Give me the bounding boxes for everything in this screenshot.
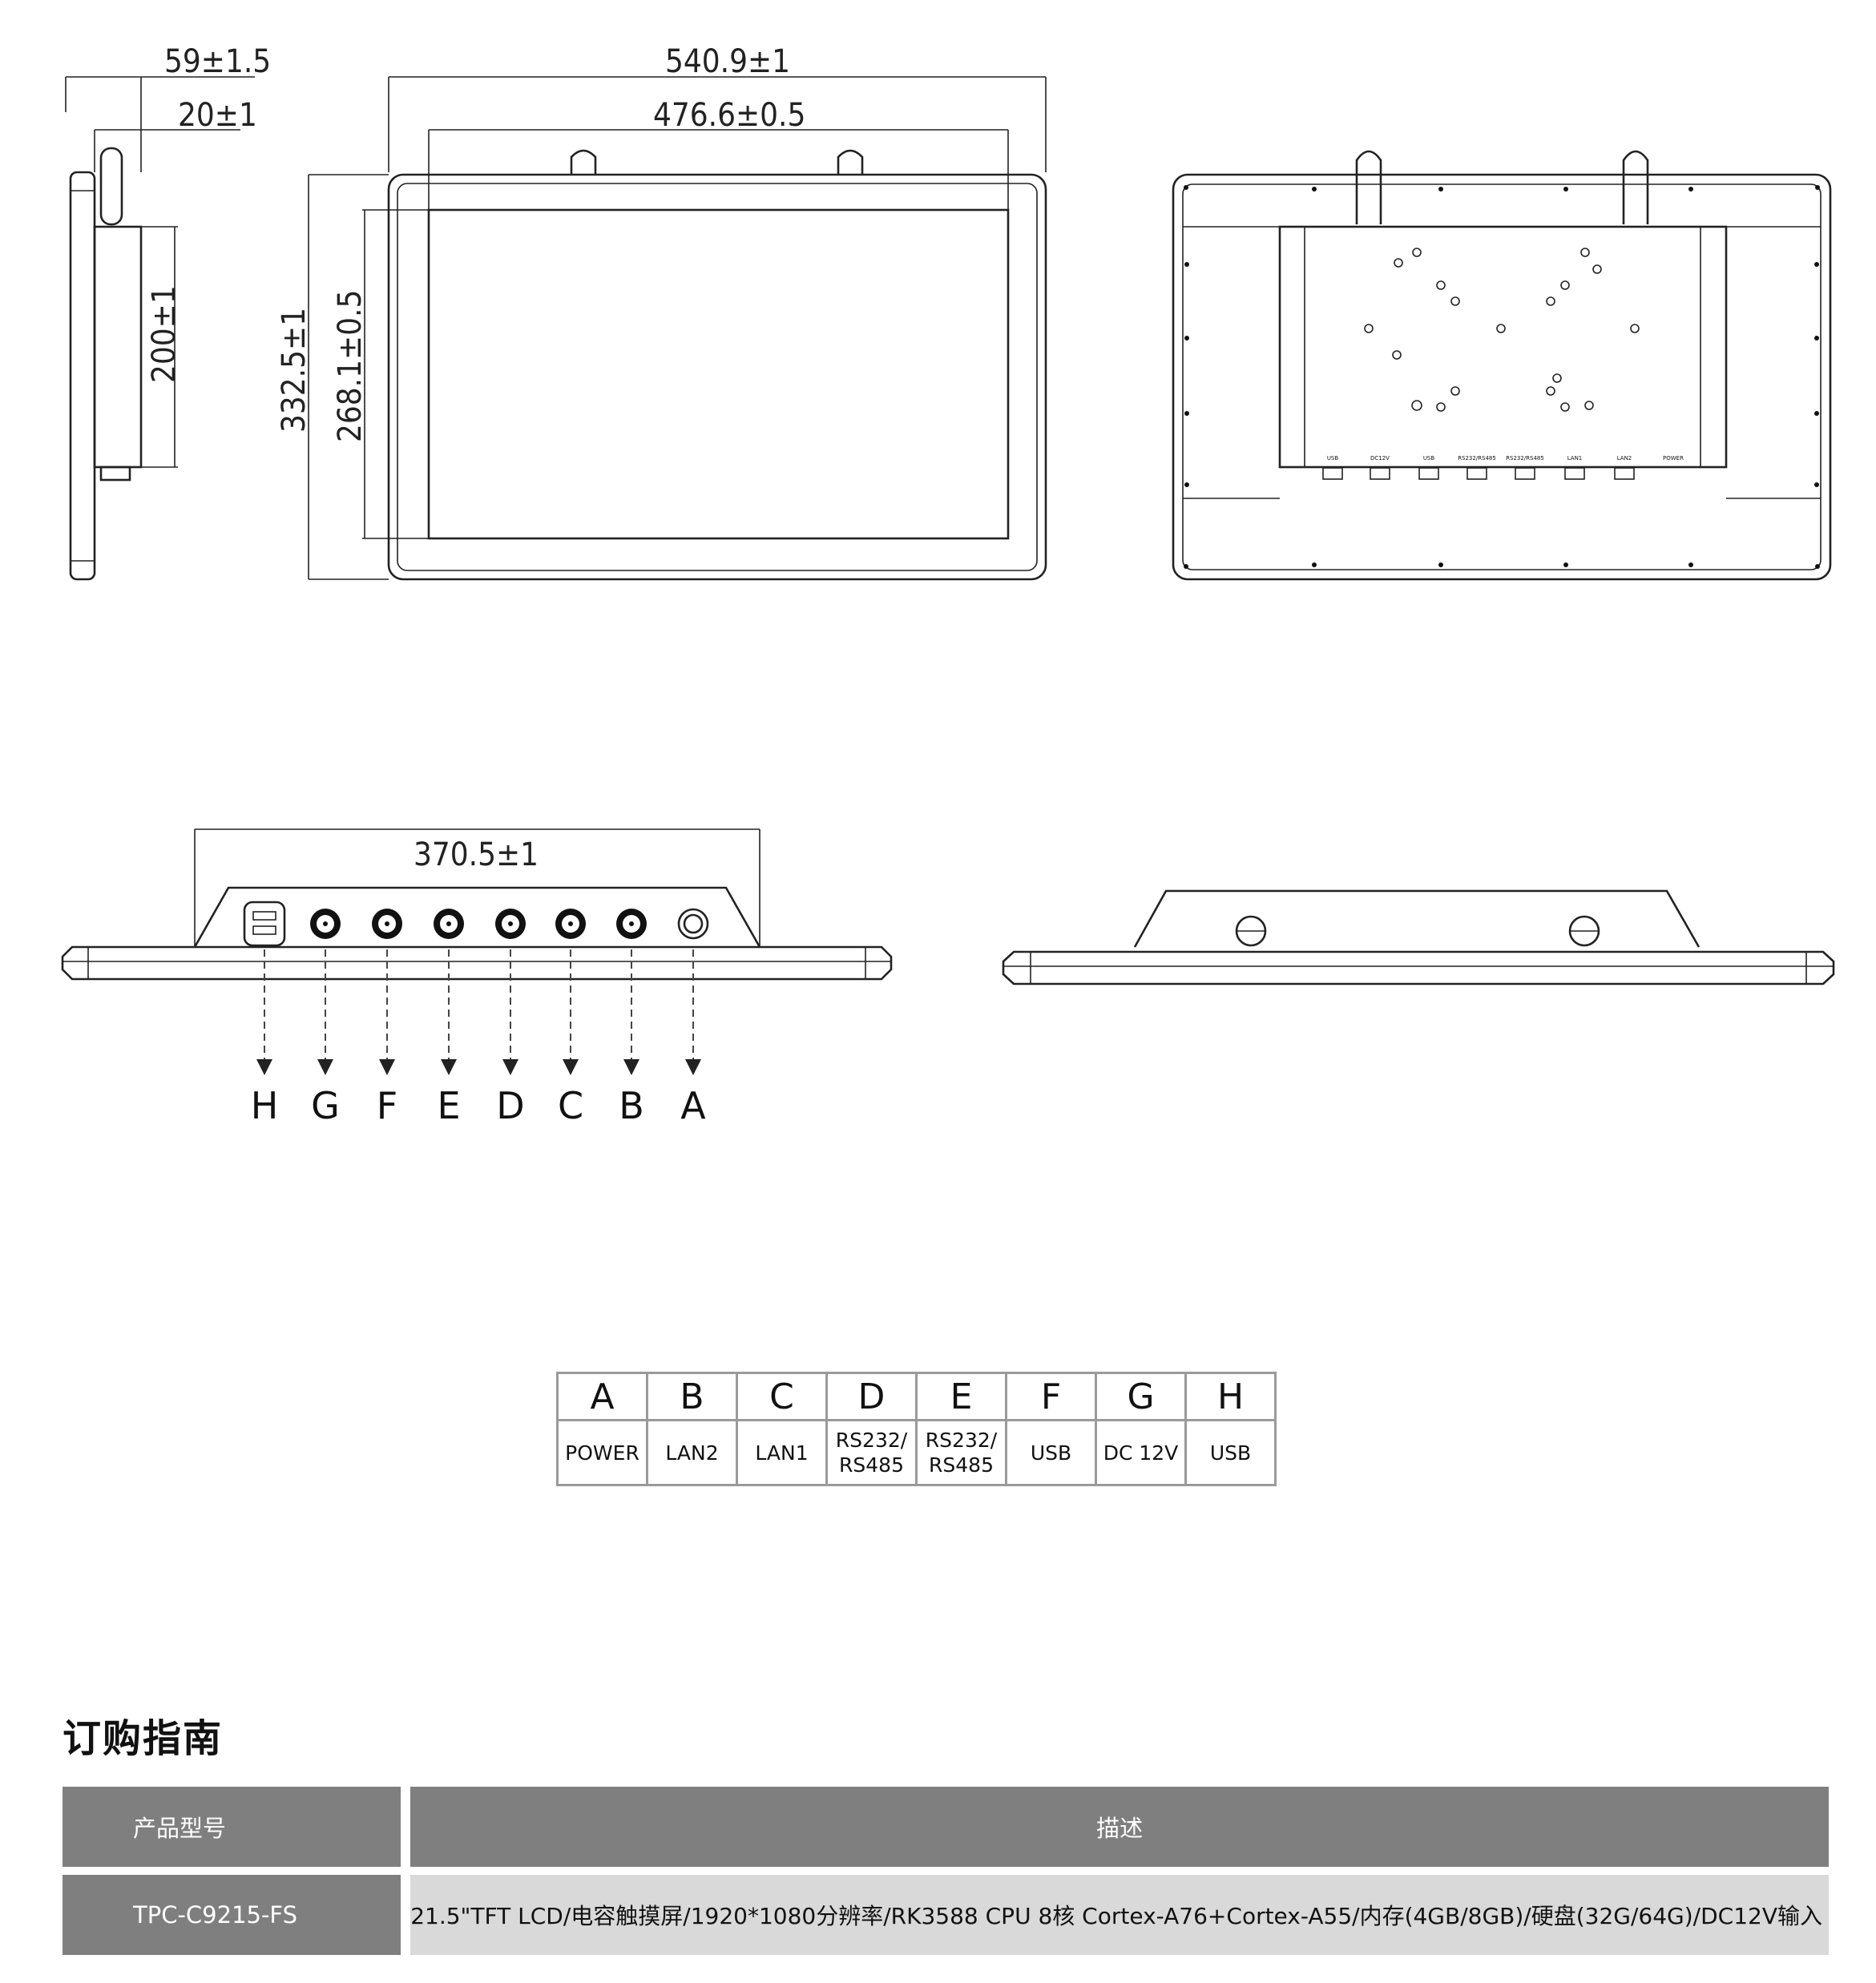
dim-side-bracket-depth: 20±1 bbox=[178, 97, 257, 134]
connector-d-rs232 bbox=[495, 909, 526, 939]
header-model: 产品型号 bbox=[63, 1787, 411, 1867]
connector-value: LAN1 bbox=[736, 1419, 828, 1486]
connector-value-line: RS485 bbox=[839, 1453, 904, 1477]
back-port-label: LAN1 bbox=[1567, 455, 1583, 461]
technical-drawing: 59±1.5 20±1 200±1 540.9±1 476.6±0.5 bbox=[61, 43, 1835, 1127]
connector-letter: A bbox=[556, 1372, 648, 1421]
product-description: 21.5"TFT LCD/电容触摸屏/1920*1080分辨率/RK3588 C… bbox=[410, 1875, 1829, 1955]
back-port-nub bbox=[1418, 467, 1439, 480]
connector-letter: F bbox=[1005, 1372, 1097, 1421]
connector-value: RS232/RS485 bbox=[915, 1419, 1007, 1486]
connector-header-row: A B C D E F G H bbox=[556, 1372, 1277, 1421]
connector-value-row: POWER LAN2 LAN1 RS232/RS485 RS232/RS485 … bbox=[556, 1419, 1277, 1486]
connector-letter: D bbox=[825, 1372, 918, 1421]
port-letter: F bbox=[377, 1084, 397, 1127]
connector-f-usb bbox=[372, 909, 402, 939]
connector-value: USB bbox=[1005, 1419, 1097, 1486]
dim-outer-height: 332.5±1 bbox=[276, 308, 313, 433]
back-port-label: USB bbox=[1327, 455, 1339, 461]
ordering-table: 产品型号 描述 TPC-C9215-FS 21.5"TFT LCD/电容触摸屏/… bbox=[63, 1779, 1829, 1963]
connector-value-line: LAN1 bbox=[755, 1441, 809, 1465]
back-port-label: LAN2 bbox=[1617, 455, 1632, 461]
connector-value: DC 12V bbox=[1095, 1419, 1187, 1486]
dim-screen-width: 476.6±0.5 bbox=[653, 97, 805, 134]
connector-value: LAN2 bbox=[646, 1419, 738, 1486]
round-connectors bbox=[310, 908, 709, 940]
vesa-holes bbox=[1364, 248, 1640, 412]
back-port-label: USB bbox=[1423, 455, 1435, 461]
dim-side-depth: 59±1.5 bbox=[164, 43, 271, 80]
connector-g-dc12v bbox=[310, 909, 341, 939]
connector-value-line: DC 12V bbox=[1103, 1441, 1179, 1465]
back-port-nub bbox=[1467, 467, 1487, 480]
port-letter: D bbox=[496, 1084, 524, 1127]
port-letter: C bbox=[558, 1084, 583, 1127]
back-port-label: POWER bbox=[1663, 455, 1684, 461]
dim-io-width: 370.5±1 bbox=[414, 836, 539, 873]
connector-letter: E bbox=[915, 1372, 1007, 1421]
connector-table: A B C D E F G H POWER LAN2 LAN1 RS232/RS… bbox=[556, 1372, 1277, 1486]
product-model: TPC-C9215-FS bbox=[63, 1875, 411, 1955]
connector-value-line: RS232/ bbox=[925, 1429, 998, 1452]
connector-value-line: USB bbox=[1209, 1441, 1252, 1465]
back-port-label: DC12V bbox=[1370, 455, 1390, 461]
connector-e-rs232 bbox=[434, 909, 464, 939]
dim-side-bracket-height: 200±1 bbox=[146, 285, 183, 383]
port-letter: B bbox=[619, 1084, 644, 1127]
front-view: 540.9±1 476.6±0.5 332.5±1 268.1±0.5 bbox=[276, 43, 1047, 581]
dim-outer-width: 540.9±1 bbox=[665, 43, 790, 80]
back-port-nub bbox=[1564, 467, 1585, 480]
back-port-label: RS232/RS485 bbox=[1506, 455, 1544, 461]
port-letter: E bbox=[437, 1084, 460, 1127]
connector-letter: H bbox=[1184, 1372, 1277, 1421]
port-letter: G bbox=[311, 1084, 340, 1127]
connector-letter: C bbox=[736, 1372, 828, 1421]
bottom-plain-view bbox=[1002, 889, 1835, 985]
ordering-header-row: 产品型号 描述 bbox=[63, 1787, 1829, 1867]
back-view: USB DC12V USB RS232/RS485 RS232/RS485 LAN1 LAN… bbox=[1172, 150, 1832, 581]
back-port-label: RS232/RS485 bbox=[1458, 455, 1496, 461]
back-port-nub bbox=[1370, 467, 1390, 480]
connector-value-line: RS485 bbox=[929, 1453, 994, 1477]
connector-value: USB bbox=[1184, 1419, 1277, 1486]
connector-value-line: USB bbox=[1030, 1441, 1072, 1465]
connector-h-usb bbox=[243, 901, 286, 947]
back-port-nub bbox=[1322, 467, 1343, 480]
connector-b-lan2 bbox=[616, 909, 647, 939]
connector-a-power bbox=[677, 908, 709, 940]
side-view: 59±1.5 20±1 200±1 bbox=[65, 43, 271, 581]
header-description: 描述 bbox=[410, 1787, 1829, 1867]
back-port-nub bbox=[1515, 467, 1535, 480]
connector-value-line: LAN2 bbox=[665, 1441, 719, 1465]
connector-letter: G bbox=[1095, 1372, 1187, 1421]
connector-letter: B bbox=[646, 1372, 738, 1421]
dim-screen-height: 268.1±0.5 bbox=[332, 290, 369, 442]
port-letter: A bbox=[680, 1084, 706, 1127]
back-port-nub bbox=[1614, 467, 1635, 480]
connector-c-lan1 bbox=[555, 909, 586, 939]
connector-value: POWER bbox=[556, 1419, 648, 1486]
connector-value-line: RS232/ bbox=[835, 1429, 908, 1452]
port-letter: H bbox=[251, 1084, 279, 1127]
ordering-row: TPC-C9215-FS 21.5"TFT LCD/电容触摸屏/1920*108… bbox=[63, 1875, 1829, 1955]
ordering-guide-title: 订购指南 bbox=[63, 1716, 224, 1761]
back-port-row: USB DC12V USB RS232/RS485 RS232/RS485 LAN1 LAN… bbox=[1322, 455, 1684, 480]
connector-value: RS232/RS485 bbox=[825, 1419, 918, 1486]
connector-value-line: POWER bbox=[565, 1441, 639, 1465]
frame-screws bbox=[1184, 185, 1820, 569]
